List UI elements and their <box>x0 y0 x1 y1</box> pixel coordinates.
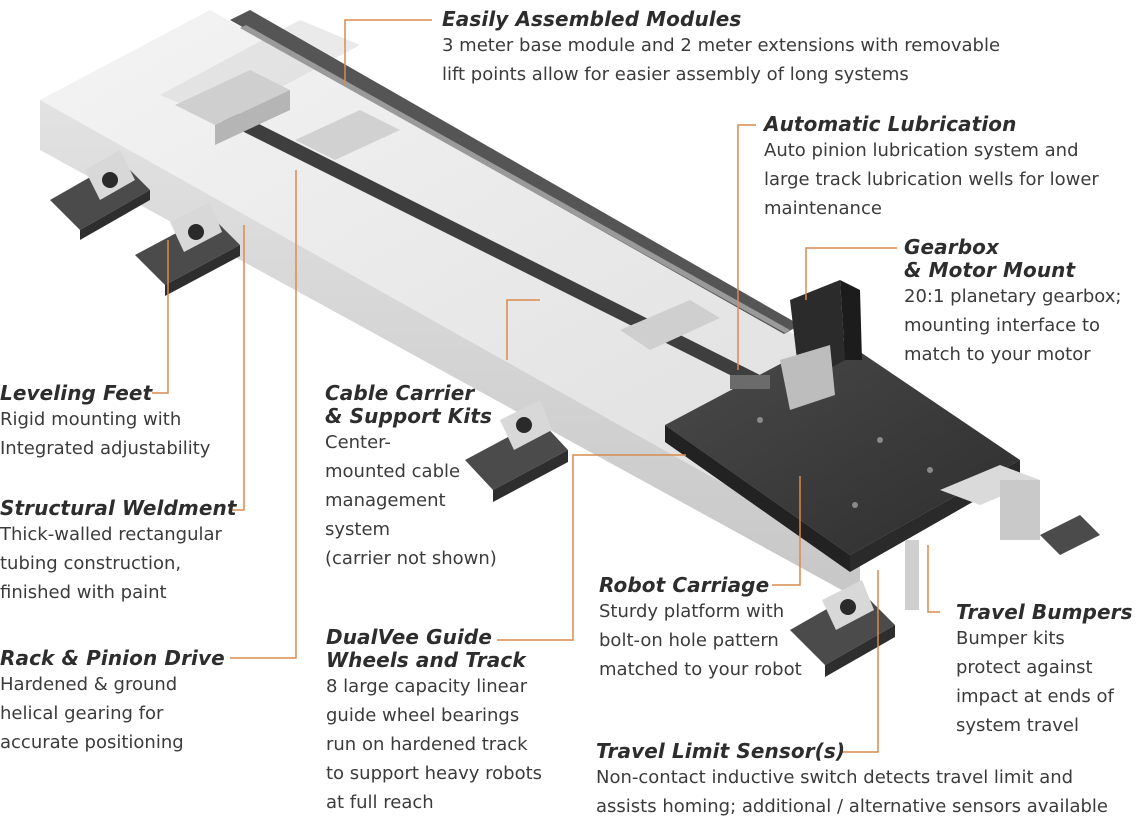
callout-bumpers: Travel Bumpers Bumper kits protect again… <box>956 601 1136 740</box>
callout-cable: Cable Carrier & Support Kits Center- mou… <box>325 382 525 573</box>
callout-leveling: Leveling Feet Rigid mounting with Integr… <box>0 382 240 463</box>
callout-bumpers-body: Bumper kits protect against impact at en… <box>956 628 1114 736</box>
callout-carriage: Robot Carriage Sturdy platform with bolt… <box>599 574 829 684</box>
travel-bumpers <box>905 465 1040 610</box>
callout-weldment-body: Thick-walled rectangular tubing construc… <box>0 524 222 603</box>
callout-sensor-title: Travel Limit Sensor(s) <box>596 739 846 763</box>
callout-rack-body: Hardened & ground helical gearing for ac… <box>0 674 184 753</box>
callout-bumpers-title: Travel Bumpers <box>956 600 1133 624</box>
callout-gearbox-title: Gearbox & Motor Mount <box>904 235 1076 282</box>
callout-rack: Rack & Pinion Drive Hardened & ground he… <box>0 647 240 757</box>
callout-cable-title: Cable Carrier & Support Kits <box>325 381 493 428</box>
callout-guide-body: 8 large capacity linear guide wheel bear… <box>326 676 543 813</box>
cross-supports <box>175 70 720 350</box>
callout-gearbox-body: 20:1 planetary gearbox; mounting interfa… <box>904 286 1122 365</box>
callout-weldment-title: Structural Weldment <box>0 496 237 520</box>
callout-rack-title: Rack & Pinion Drive <box>0 646 225 670</box>
callout-sensor-body: Non-contact inductive switch detects tra… <box>596 767 1108 817</box>
callout-modules-body: 3 meter base module and 2 meter extensio… <box>442 35 1001 85</box>
leader-lines <box>152 19 940 753</box>
callout-carriage-body: Sturdy platform with bolt-on hole patter… <box>599 601 802 680</box>
gearbox-motor <box>730 280 862 410</box>
callout-lubrication-title: Automatic Lubrication <box>764 112 1017 136</box>
callout-lubrication-body: Auto pinion lubrication system and large… <box>764 140 1099 219</box>
callout-lubrication: Automatic Lubrication Auto pinion lubric… <box>764 113 1134 223</box>
callout-modules: Easily Assembled Modules 3 meter base mo… <box>442 8 1042 89</box>
callout-leveling-body: Rigid mounting with Integrated adjustabi… <box>0 409 211 459</box>
callout-weldment: Structural Weldment Thick-walled rectang… <box>0 497 260 607</box>
callout-guide: DualVee Guide Wheels and Track 8 large c… <box>326 626 576 817</box>
callout-modules-title: Easily Assembled Modules <box>442 7 742 31</box>
callout-gearbox: Gearbox & Motor Mount 20:1 planetary gea… <box>904 236 1134 369</box>
callout-sensor: Travel Limit Sensor(s) Non-contact induc… <box>596 740 1136 821</box>
callout-leveling-title: Leveling Feet <box>0 381 153 405</box>
callout-carriage-title: Robot Carriage <box>599 573 770 597</box>
leveling-feet <box>50 150 1100 677</box>
callout-guide-title: DualVee Guide Wheels and Track <box>326 625 526 672</box>
callout-cable-body: Center- mounted cable management system … <box>325 432 497 569</box>
